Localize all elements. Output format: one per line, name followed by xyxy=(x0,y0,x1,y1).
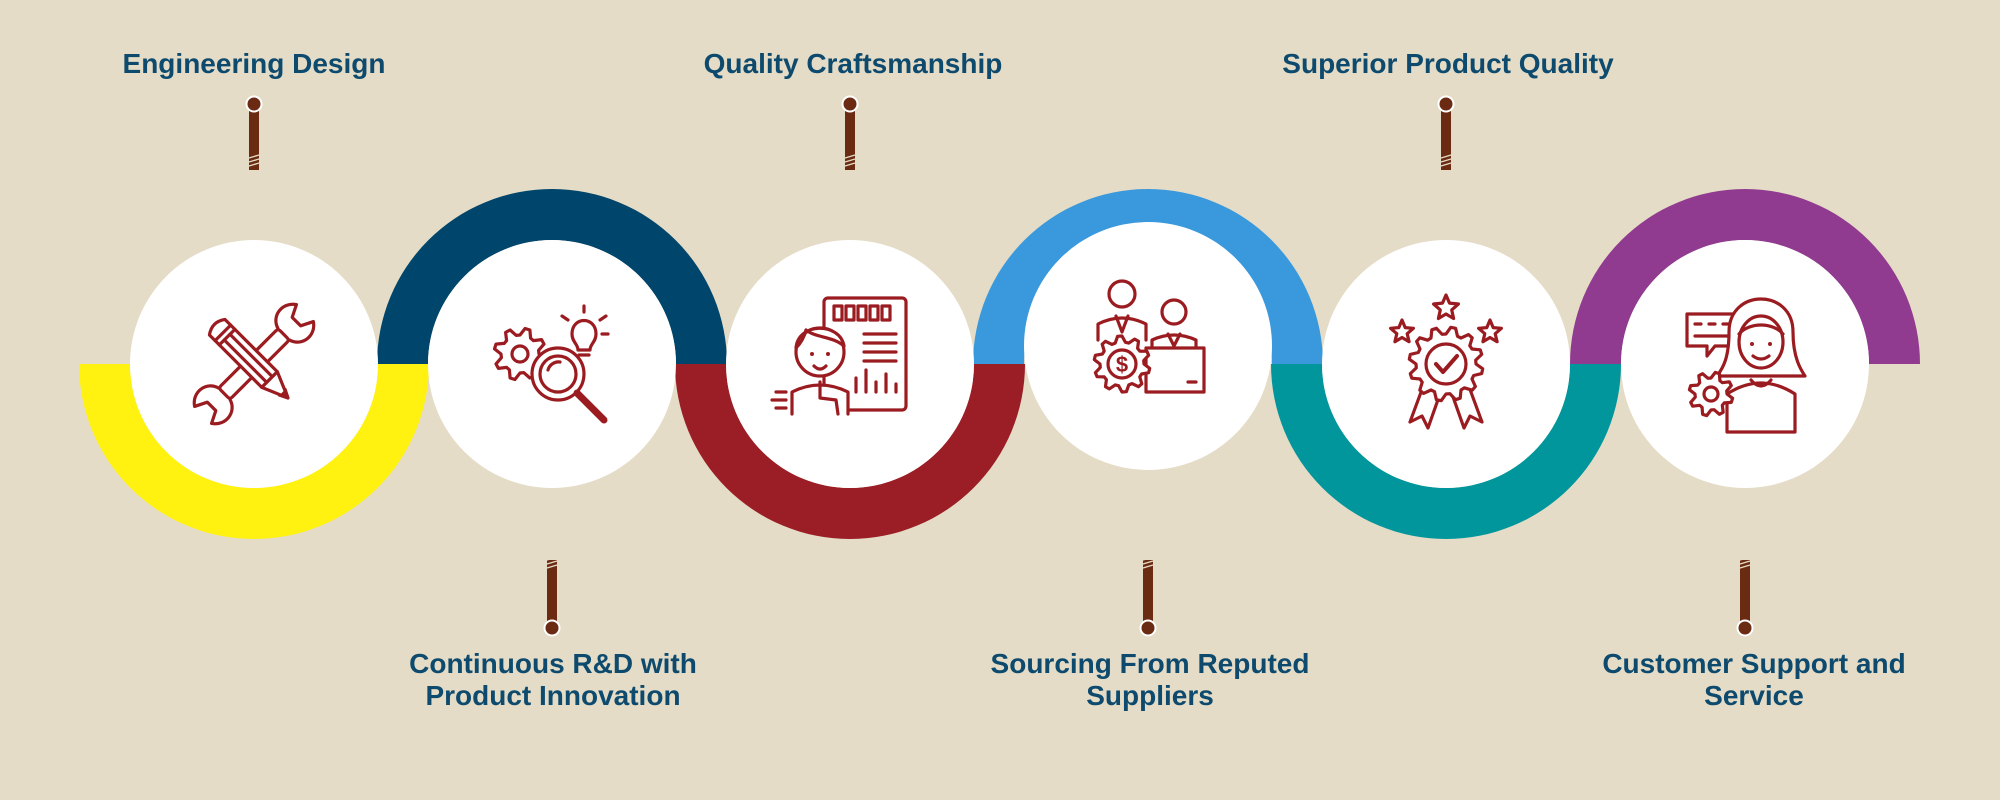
step-3-connector xyxy=(841,95,859,170)
supplier-meeting-icon: $ xyxy=(1092,279,1206,394)
step-6-arc xyxy=(1570,189,1920,364)
quality-badge-stars-icon xyxy=(1389,293,1503,430)
step-5-connector xyxy=(1437,95,1455,170)
gear-magnifier-bulb-icon xyxy=(492,304,610,424)
step-1-connector xyxy=(245,95,263,170)
step-4-arc xyxy=(973,189,1323,364)
step-5-arc xyxy=(1271,364,1621,539)
step-6-connector xyxy=(1736,556,1754,637)
step-4-label: Sourcing From Reputed Suppliers xyxy=(990,648,1310,711)
step-3-label: Quality Craftsmanship xyxy=(703,48,1003,79)
step-2-connector xyxy=(543,556,561,637)
step-1-arc xyxy=(79,364,429,539)
craftsman-dashboard-icon xyxy=(770,296,908,416)
step-6-label: Customer Support and Service xyxy=(1602,648,1906,711)
step-5-label: Superior Product Quality xyxy=(1282,48,1614,79)
wrench-pencil-icon xyxy=(192,302,316,426)
step-3-circle xyxy=(726,240,974,488)
step-2-label: Continuous R&D with Product Innovation xyxy=(409,648,697,711)
svg-text:$: $ xyxy=(1116,352,1128,377)
step-2-arc xyxy=(377,189,727,364)
step-4-circle xyxy=(1024,222,1272,470)
step-3-arc xyxy=(675,364,1025,539)
step-4-connector xyxy=(1139,556,1157,637)
step-1-label: Engineering Design xyxy=(122,48,386,79)
customer-support-icon xyxy=(1685,297,1807,434)
